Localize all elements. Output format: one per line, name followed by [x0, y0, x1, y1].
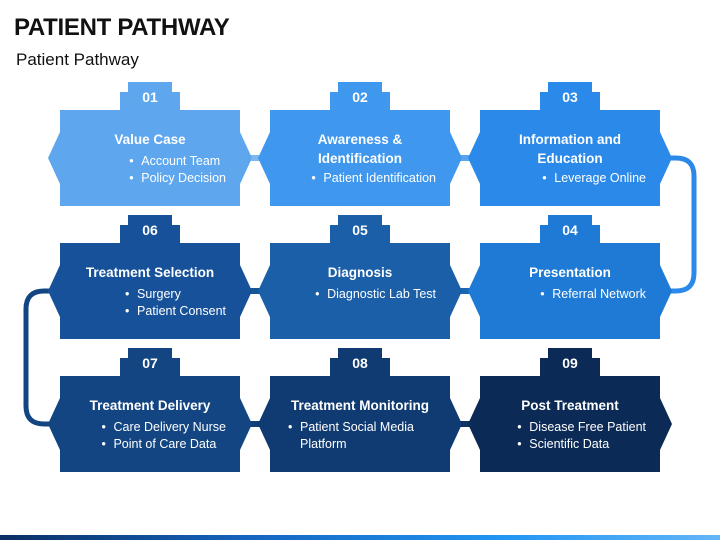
step-number: 07	[142, 355, 158, 371]
step-bullet: Disease Free Patient	[517, 419, 646, 436]
step-number: 09	[562, 355, 578, 371]
step-bullet-list: SurgeryPatient Consent	[99, 286, 226, 320]
step-bullet: Leverage Online	[542, 170, 646, 187]
step-bullet-list: Account TeamPolicy Decision	[103, 153, 226, 187]
step-number: 08	[352, 355, 368, 371]
step-bullet: Account Team	[129, 153, 226, 170]
step-number-tab-04	[540, 215, 600, 243]
step-number: 04	[562, 222, 578, 238]
step-bullet-list: Care Delivery NursePoint of Care Data	[75, 419, 226, 453]
step-bullet: Diagnostic Lab Test	[315, 286, 436, 303]
step-number-tab-02	[330, 82, 390, 110]
step-number-tab-01	[120, 82, 180, 110]
connector-05-06	[242, 288, 268, 294]
step-bullet-list: Patient Identification	[285, 170, 436, 187]
step-title: Awareness & Identification	[317, 132, 403, 166]
step-number: 06	[142, 222, 158, 238]
step-card: Treatment DeliveryCare Delivery NursePoi…	[52, 376, 248, 472]
step-number: 01	[142, 89, 158, 105]
step-title: Diagnosis	[327, 265, 393, 280]
step-title: Value Case	[114, 132, 186, 147]
connector-08-09	[452, 421, 478, 427]
step-number-tab-09	[540, 348, 600, 376]
connector-03-04	[662, 155, 697, 294]
step-card: Awareness & IdentificationPatient Identi…	[262, 110, 458, 206]
step-bullet: Policy Decision	[129, 170, 226, 187]
step-bullet: Patient Social Media Platform	[288, 419, 436, 453]
step-number: 02	[352, 89, 368, 105]
connector-02-03	[452, 155, 478, 161]
connector-07-08	[242, 421, 268, 427]
step-number-tab-06	[120, 215, 180, 243]
step-card: Information and EducationLeverage Online	[472, 110, 668, 206]
step-number-tab-05	[330, 215, 390, 243]
step-bullet: Surgery	[125, 286, 226, 303]
step-title: Information and Education	[519, 132, 621, 166]
step-bullet-list: Leverage Online	[516, 170, 646, 187]
step-bullet-list: Disease Free PatientScientific Data	[491, 419, 646, 453]
connector-01-02	[242, 155, 268, 161]
page-subtitle: Patient Pathway	[16, 50, 139, 69]
step-card: DiagnosisDiagnostic Lab Test	[262, 243, 458, 339]
step-bullet: Point of Care Data	[101, 436, 226, 453]
connector-04-05	[452, 288, 478, 294]
step-title: Presentation	[529, 265, 611, 280]
step-bullet-list: Diagnostic Lab Test	[289, 286, 436, 303]
step-card: Value CaseAccount TeamPolicy Decision	[52, 110, 248, 206]
step-number: 03	[562, 89, 578, 105]
step-number: 05	[352, 222, 368, 238]
step-bullet: Care Delivery Nurse	[101, 419, 226, 436]
step-card: PresentationReferral Network	[472, 243, 668, 339]
step-bullet-list: Patient Social Media Platform	[262, 419, 436, 453]
step-card: Treatment MonitoringPatient Social Media…	[262, 376, 458, 472]
step-bullet-list: Referral Network	[514, 286, 646, 303]
step-title: Treatment Monitoring	[291, 398, 429, 413]
footer-bar	[0, 535, 720, 540]
step-bullet: Patient Consent	[125, 303, 226, 320]
step-bullet: Patient Identification	[311, 170, 436, 187]
step-card: Post TreatmentDisease Free PatientScient…	[472, 376, 668, 472]
step-title: Treatment Selection	[85, 265, 215, 280]
step-title: Treatment Delivery	[89, 398, 211, 413]
step-bullet: Scientific Data	[517, 436, 646, 453]
step-bullet: Referral Network	[540, 286, 646, 303]
step-title: Post Treatment	[521, 398, 619, 413]
page-title: PATIENT PATHWAY	[14, 14, 230, 41]
step-number-tab-08	[330, 348, 390, 376]
step-card: Treatment SelectionSurgeryPatient Consen…	[52, 243, 248, 339]
step-number-tab-03	[540, 82, 600, 110]
connector-06-07	[23, 288, 58, 427]
step-number-tab-07	[120, 348, 180, 376]
